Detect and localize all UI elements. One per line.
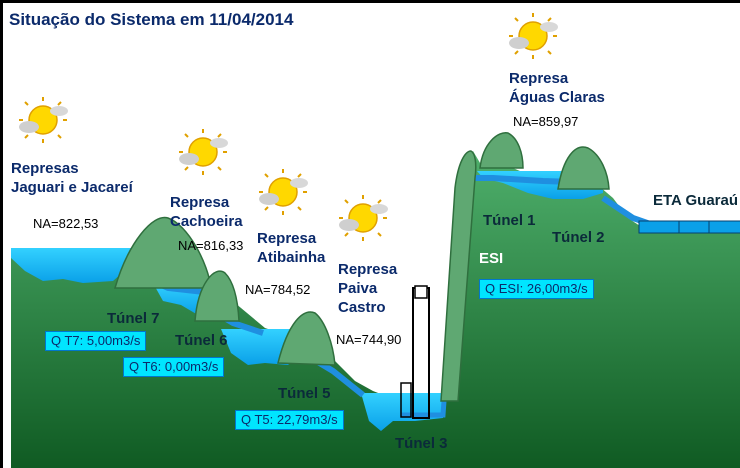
flow-badge-esi: Q ESI: 26,00m3/s: [479, 279, 594, 299]
reservoir-level-aguas: NA=859,97: [513, 114, 579, 129]
intake-block: [400, 382, 412, 418]
tunnel-label-3: Túnel 3: [395, 435, 448, 452]
water-jaguari: [11, 248, 131, 283]
system-profile-scene: [11, 132, 740, 468]
sun-cloud-icon: [257, 169, 309, 220]
flow-badge-t7: Q T7: 5,00m3/s: [45, 331, 147, 351]
tower-esi: [440, 150, 477, 402]
terrain: [11, 151, 740, 468]
mound-cachoeira: [194, 270, 240, 322]
reservoir-name-paiva-line2: Paiva: [338, 280, 378, 297]
reservoir-name-paiva-line3: Castro: [338, 299, 386, 316]
sun-cloud-icon: [17, 97, 69, 148]
reservoir-name-cachoeira-line1: Represa: [170, 194, 230, 211]
sun-cloud-icon: [507, 13, 559, 64]
sun-cloud-icon: [177, 129, 229, 180]
reservoir-level-paiva: NA=744,90: [336, 332, 402, 347]
reservoir-name-atibainha-line2: Atibainha: [257, 249, 326, 266]
mound-aguas-2: [557, 146, 610, 190]
reservoir-name-jaguari-line2: Jaguari e Jacareí: [11, 179, 133, 196]
eta-label: ETA Guaraú: [653, 192, 739, 209]
sun-cloud-icon: [337, 195, 389, 246]
reservoir-name-aguas-line2: Águas Claras: [509, 89, 605, 106]
reservoir-name-cachoeira-line2: Cachoeira: [170, 213, 243, 230]
eta-channel: [638, 220, 740, 234]
reservoir-name-jaguari-line1: Represas: [11, 160, 79, 177]
tunnel-label-5: Túnel 5: [278, 385, 331, 402]
mound-aguas-1: [479, 132, 524, 169]
tunnel-label-7: Túnel 7: [107, 310, 160, 327]
flow-badge-t5: Q T5: 22,79m3/s: [235, 410, 344, 430]
water-paiva: [361, 393, 443, 431]
tunnel-label-1: Túnel 1: [483, 212, 536, 229]
reservoir-level-cachoeira: NA=816,33: [178, 238, 244, 253]
page-title: Situação do Sistema em 11/04/2014: [9, 10, 294, 29]
tunnel-label-2: Túnel 2: [552, 229, 605, 246]
mound-jaguari: [114, 216, 212, 289]
reservoir-name-paiva-line1: Represa: [338, 261, 398, 278]
intake-top: [414, 285, 428, 299]
reservoir-name-aguas-line1: Represa: [509, 70, 569, 87]
tunnel-label-6: Túnel 6: [175, 332, 228, 349]
mound-atibainha: [277, 311, 336, 366]
esi-label: ESI: [479, 250, 504, 267]
reservoir-level-jaguari: NA=822,53: [33, 216, 99, 231]
flow-badge-t6: Q T6: 0,00m3/s: [123, 357, 225, 377]
reservoir-name-atibainha-line1: Represa: [257, 230, 317, 247]
reservoir-level-atibainha: NA=784,52: [245, 282, 311, 297]
